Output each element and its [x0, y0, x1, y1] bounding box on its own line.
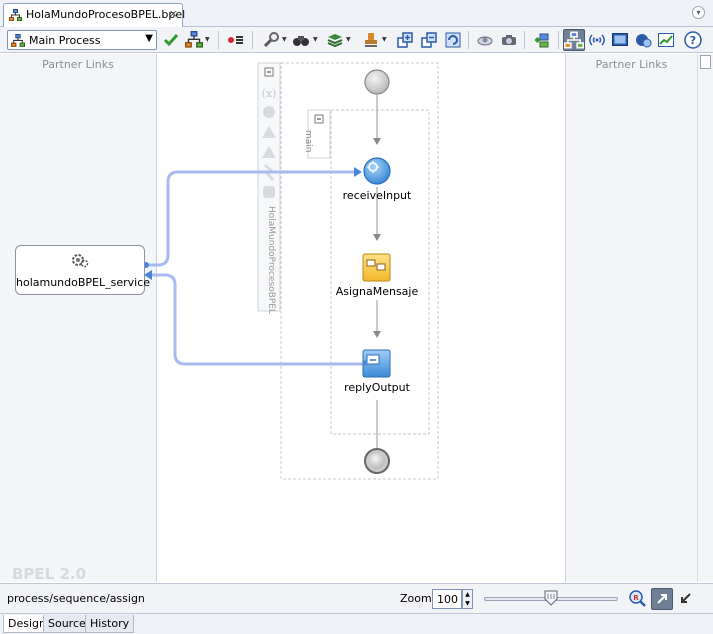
chip-icon[interactable] [634, 31, 652, 49]
collapse-icon[interactable] [420, 31, 438, 49]
toolbar-separator [468, 31, 469, 49]
process-selector-value: Main Process [29, 34, 101, 47]
zoom-label: Zoom: [400, 592, 436, 605]
expand-icon[interactable] [396, 31, 414, 49]
zoom-input[interactable]: 100 [432, 589, 462, 609]
camera-icon[interactable] [500, 31, 518, 49]
wrench-icon[interactable] [262, 31, 280, 49]
tab-design[interactable]: Design [3, 615, 51, 633]
process-view-button[interactable] [563, 29, 585, 51]
chevron-down-icon[interactable]: ▼ [382, 36, 387, 43]
chevron-down-icon[interactable]: ▼ [282, 36, 287, 43]
editor-tab-bar: HolaMundoProcesoBPEL.bpel × ▾ [0, 0, 713, 27]
svg-text:R: R [633, 594, 639, 602]
select-mode-button[interactable] [651, 588, 673, 610]
left-partner-links-panel[interactable]: Partner Links BPEL 2.0 [0, 54, 157, 583]
chevron-down-icon[interactable]: ▼ [346, 36, 351, 43]
validate-icon[interactable] [162, 31, 180, 49]
broadcast-icon[interactable] [588, 31, 606, 49]
editor-bottom-tabs: Design Source History [0, 613, 713, 634]
toolbar: Main Process ▼ ▼ ▼ ▼ ▼ ▼ [0, 27, 713, 53]
editor-tab[interactable]: HolaMundoProcesoBPEL.bpel × [3, 3, 186, 27]
toolbar-separator [558, 31, 559, 49]
main-sequence-label: main [303, 130, 313, 153]
toolbar-separator [524, 31, 525, 49]
process-canvas[interactable] [158, 54, 565, 582]
service-gear-icon [70, 251, 90, 274]
help-icon[interactable]: ? [684, 31, 702, 49]
monitor-icon[interactable] [611, 31, 629, 49]
toolbar-separator [252, 31, 253, 49]
tab-list-icon[interactable]: ▾ [692, 6, 705, 19]
vertical-scrollbar[interactable] [697, 54, 713, 582]
chevron-down-icon: ▼ [145, 33, 153, 44]
selection-path: process/sequence/assign [7, 592, 145, 605]
process-scope-label: HolaMundoProcesoBPEL [266, 206, 276, 314]
partner-link-service[interactable]: holamundoBPEL_service [15, 245, 151, 295]
tab-history[interactable]: History [85, 615, 135, 633]
tab-source[interactable]: Source [43, 615, 91, 633]
process-selector[interactable]: Main Process ▼ [7, 30, 157, 50]
chevron-down-icon[interactable]: ▼ [205, 36, 210, 43]
svg-text:?: ? [690, 34, 696, 47]
activity-label-receive[interactable]: receiveInput [342, 189, 412, 202]
bpel-file-icon [9, 9, 22, 25]
partner-link-label: holamundoBPEL_service [16, 276, 151, 289]
left-panel-title: Partner Links [42, 58, 114, 71]
chart-icon[interactable] [657, 31, 675, 49]
zoom-spinner[interactable]: ▲▼ [462, 589, 473, 609]
breakpoint-icon[interactable] [226, 31, 244, 49]
pan-mode-icon[interactable] [676, 588, 698, 610]
toolbar-separator [218, 31, 219, 49]
binoculars-icon[interactable] [292, 31, 310, 49]
bpel-version-watermark: BPEL 2.0 [12, 565, 87, 583]
activity-label-assign[interactable]: AsignaMensaje [335, 285, 419, 298]
tab-title: HolaMundoProcesoBPEL.bpel [26, 8, 186, 21]
right-panel-title: Partner Links [595, 58, 668, 71]
chevron-down-icon[interactable]: ▼ [313, 36, 318, 43]
stamp-icon[interactable] [362, 31, 380, 49]
zoom-slider-thumb[interactable] [543, 590, 559, 609]
add-icon[interactable] [532, 31, 550, 49]
tab-close-icon[interactable]: × [168, 7, 178, 20]
refresh-icon[interactable] [444, 31, 462, 49]
layers-icon[interactable] [326, 31, 344, 49]
right-partner-links-panel[interactable]: Partner Links [565, 54, 697, 582]
activity-label-reply[interactable]: replyOutput [344, 381, 410, 394]
process-icon[interactable] [185, 30, 203, 49]
scrollbar-thumb[interactable] [700, 55, 711, 69]
zoom-fit-icon[interactable]: R [627, 588, 649, 610]
process-icon [11, 34, 25, 51]
gear-icon[interactable] [476, 31, 494, 49]
status-bar: process/sequence/assign Zoom: 100 ▲▼ R [0, 583, 713, 613]
